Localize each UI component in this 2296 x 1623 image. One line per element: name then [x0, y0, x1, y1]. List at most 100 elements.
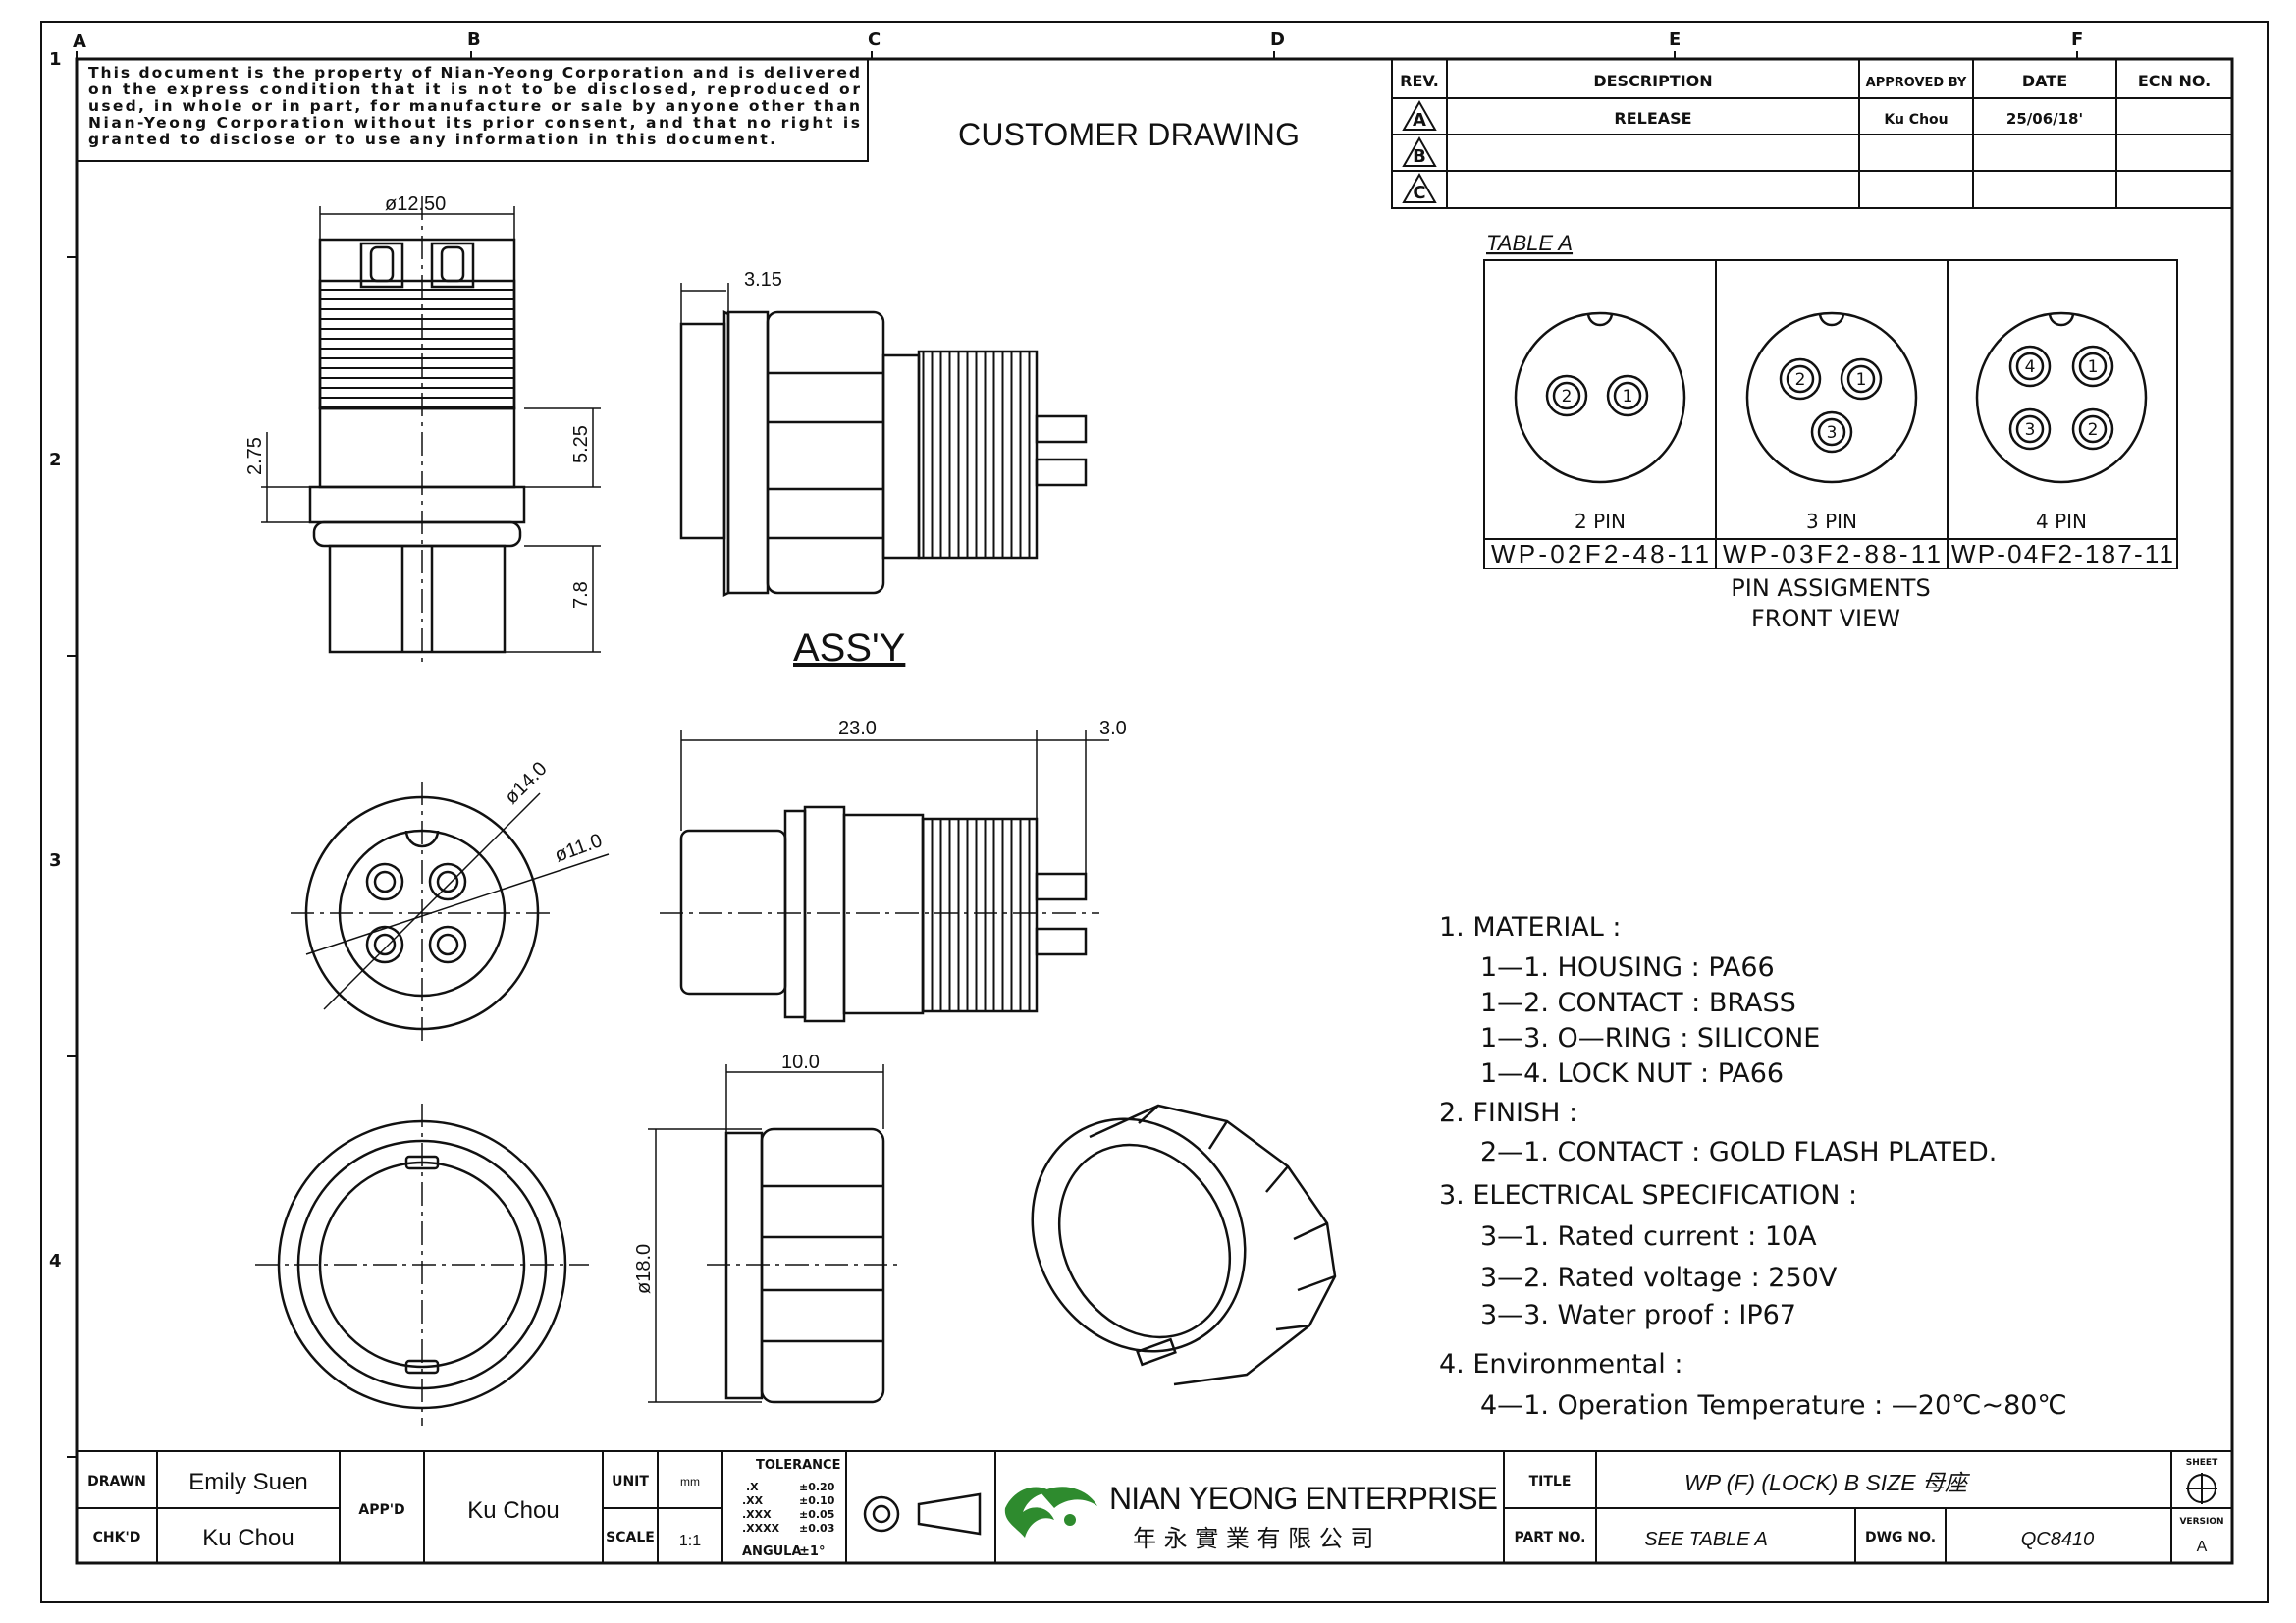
spec-line: 1—3. O—RING : SILICONE [1480, 1023, 1820, 1054]
tolerance-value: ±0.05 [799, 1508, 834, 1521]
rev-row-c-mark: C [1413, 183, 1425, 203]
zone-col-b: B [467, 29, 481, 50]
spec-line: 2. FINISH : [1439, 1098, 1577, 1128]
zone-row-2: 2 [49, 450, 62, 470]
rev-header-ecn: ECN NO. [2138, 72, 2211, 90]
rev-header-description: DESCRIPTION [1593, 72, 1712, 90]
notice-box [76, 58, 869, 162]
tolerance-value: ±0.20 [799, 1481, 835, 1493]
notice-line: This document is the property of Nian-Ye… [88, 64, 860, 81]
tolerance-title: TOLERANCE [756, 1458, 840, 1473]
pin-label: 2 [1795, 370, 1806, 390]
front-view-caption: FRONT VIEW [1751, 605, 1900, 632]
pin-face-2pin [1514, 311, 1686, 484]
pin-face-3pin [1745, 311, 1918, 484]
pin-label: 4 [2025, 357, 2036, 377]
drawn-label: DRAWN [87, 1474, 146, 1489]
zone-row-4: 4 [49, 1251, 62, 1271]
lock-nut-isometric-view [1031, 1104, 1337, 1386]
rev-row-a-mark: A [1413, 110, 1426, 131]
spec-line: 3. ELECTRICAL SPECIFICATION : [1439, 1180, 1857, 1211]
tolerance-key: .XXX [742, 1508, 772, 1521]
pin-assignment-caption: PIN ASSIGMENTS [1731, 574, 1930, 602]
dim-diameter-14: ø14.0 [501, 758, 552, 809]
zone-row-1: 1 [49, 49, 62, 70]
dim-7-8: 7.8 [570, 581, 592, 609]
rev-header-rev: REV. [1400, 72, 1439, 90]
dim-3-0: 3.0 [1099, 718, 1127, 739]
partno-value: SEE TABLE A [1644, 1529, 1768, 1550]
zone-col-e: E [1669, 29, 1681, 50]
sheet-target-icon [2186, 1473, 2217, 1504]
dimension-lines-assembly [680, 283, 729, 324]
spec-line: 1—2. CONTACT : BRASS [1480, 988, 1796, 1018]
lock-nut-front-view [255, 1104, 589, 1426]
dimension-lines-side [261, 206, 601, 653]
zone-col-d: D [1270, 29, 1285, 50]
notice-text: This document is the property of Nian-Ye… [88, 64, 860, 148]
side-view-connector [308, 196, 526, 668]
spec-line: 3—1. Rated current : 10A [1480, 1221, 1817, 1252]
dwgno-value: QC8410 [2021, 1529, 2095, 1550]
pin-count-2: 2 PIN [1575, 510, 1626, 533]
outer-border [40, 21, 2269, 1603]
drawn-value: Emily Suen [188, 1469, 307, 1495]
spec-line: 2—1. CONTACT : GOLD FLASH PLATED. [1480, 1137, 1997, 1167]
dim-3-15: 3.15 [744, 269, 782, 291]
drawing-heading: CUSTOMER DRAWING [958, 117, 1300, 152]
unit-value: mm [680, 1475, 700, 1488]
dim-diameter-11: ø11.0 [552, 830, 605, 867]
rev-row-b-mark: B [1413, 146, 1426, 167]
dim-2-75: 2.75 [244, 437, 266, 475]
chkd-label: CHK'D [93, 1530, 141, 1545]
connector-side-view [660, 805, 1099, 1023]
appd-label: APP'D [358, 1502, 404, 1518]
zone-col-c: C [868, 29, 881, 50]
spec-line: 3—2. Rated voltage : 250V [1480, 1263, 1838, 1293]
company-logo-icon [1004, 1487, 1097, 1538]
pin-label: 1 [1856, 370, 1867, 390]
pin-label: 2 [1562, 387, 1573, 406]
notice-line: on the express condition that it is not … [88, 81, 860, 98]
dim-10-0: 10.0 [781, 1052, 820, 1073]
spec-line: 1—1. HOUSING : PA66 [1480, 952, 1775, 983]
tolerance-key: ANGULA [742, 1544, 802, 1559]
notice-line: Nian-Yeong Corporation without its prior… [88, 114, 860, 132]
lock-nut-side-view [707, 1127, 903, 1404]
rev-marks: A B C [1402, 99, 1437, 203]
tolerance-key: .X [746, 1481, 759, 1493]
rev-row-a-approved: Ku Chou [1884, 112, 1948, 128]
rev-header-date: DATE [2022, 72, 2067, 90]
title-label: TITLE [1529, 1474, 1572, 1489]
version-label: VERSION [2179, 1517, 2223, 1527]
unit-label: UNIT [612, 1474, 649, 1489]
notice-line: granted to disclose or to use any inform… [88, 131, 775, 148]
tolerance-key: .XX [742, 1494, 764, 1507]
sheet-label: SHEET [2186, 1458, 2218, 1468]
part-number-4pin: WP-04F2-187-11 [1951, 539, 2173, 568]
pin-label: 1 [2088, 357, 2099, 377]
pin-count-4: 4 PIN [2036, 510, 2087, 533]
company-name-chinese: 年 永 實 業 有 限 公 司 [1133, 1525, 1373, 1552]
table-a-label: TABLE A [1486, 231, 1573, 255]
spec-line: 1. MATERIAL : [1439, 912, 1621, 943]
part-number-2pin: WP-02F2-48-11 [1491, 539, 1709, 568]
dim-5-25: 5.25 [570, 425, 592, 463]
specifications: 1. MATERIAL : 1—1. HOUSING : PA66 1—2. C… [1439, 912, 2067, 1421]
zone-col-a: A [73, 31, 86, 52]
scale-label: SCALE [606, 1530, 655, 1545]
title-value: WP (F) (LOCK) B SIZE 母座 [1684, 1470, 1971, 1495]
tolerance-key: .XXXX [742, 1522, 780, 1535]
tolerance-value: ±0.10 [799, 1494, 835, 1507]
rev-row-a-description: RELEASE [1614, 109, 1691, 128]
assembly-side-view [679, 309, 1088, 598]
spec-line: 4—1. Operation Temperature : —20℃~80℃ [1480, 1390, 2067, 1421]
zone-row-3: 3 [49, 850, 62, 871]
chkd-value: Ku Chou [202, 1525, 294, 1551]
dimension-lines-lock-nut [648, 1064, 884, 1403]
dim-diameter-12-50: ø12.50 [385, 193, 446, 215]
tolerance-value: ±1° [799, 1544, 825, 1559]
notice-line: used, in whole or in part, for manufactu… [88, 97, 860, 115]
rev-header-approved: APPROVED BY [1866, 76, 1967, 90]
